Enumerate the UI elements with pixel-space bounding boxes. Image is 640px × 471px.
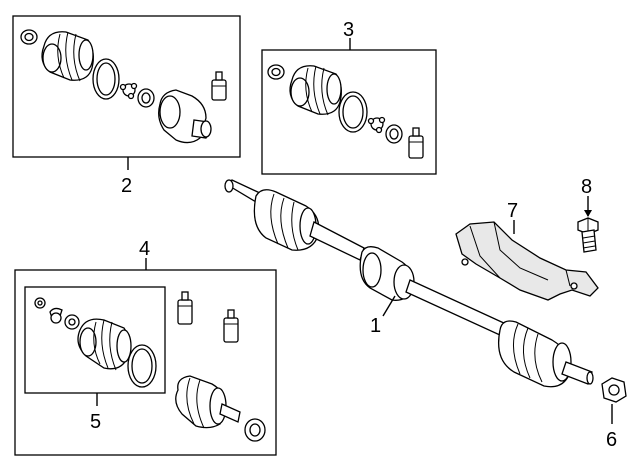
- snap-ring: [119, 82, 138, 100]
- inner-cv-boot: [289, 65, 342, 116]
- outer-joint: [175, 375, 241, 429]
- callout-5: 5: [90, 411, 101, 433]
- kit-box-2: [12, 15, 241, 158]
- callout-2: 2: [121, 175, 132, 197]
- kit-box-4: [14, 269, 277, 456]
- axle-nut: [601, 377, 627, 403]
- kit-box-3: [261, 49, 437, 175]
- kit-box-5: [24, 286, 166, 394]
- boot-5: [77, 318, 132, 371]
- bolt: [577, 217, 599, 253]
- callout-7: 7: [507, 200, 518, 222]
- drive-axle-shaft: [224, 179, 594, 388]
- joint-housing: [158, 89, 212, 144]
- callout-8: 8: [581, 176, 592, 198]
- callout-4: 4: [139, 238, 150, 260]
- heat-shield: [455, 221, 599, 301]
- callout-3: 3: [343, 19, 354, 41]
- callout-1: 1: [370, 315, 381, 337]
- grease-tube: [211, 71, 227, 101]
- callout-6: 6: [606, 429, 617, 451]
- grease-tube-3: [408, 127, 424, 159]
- cv-boot: [41, 31, 94, 82]
